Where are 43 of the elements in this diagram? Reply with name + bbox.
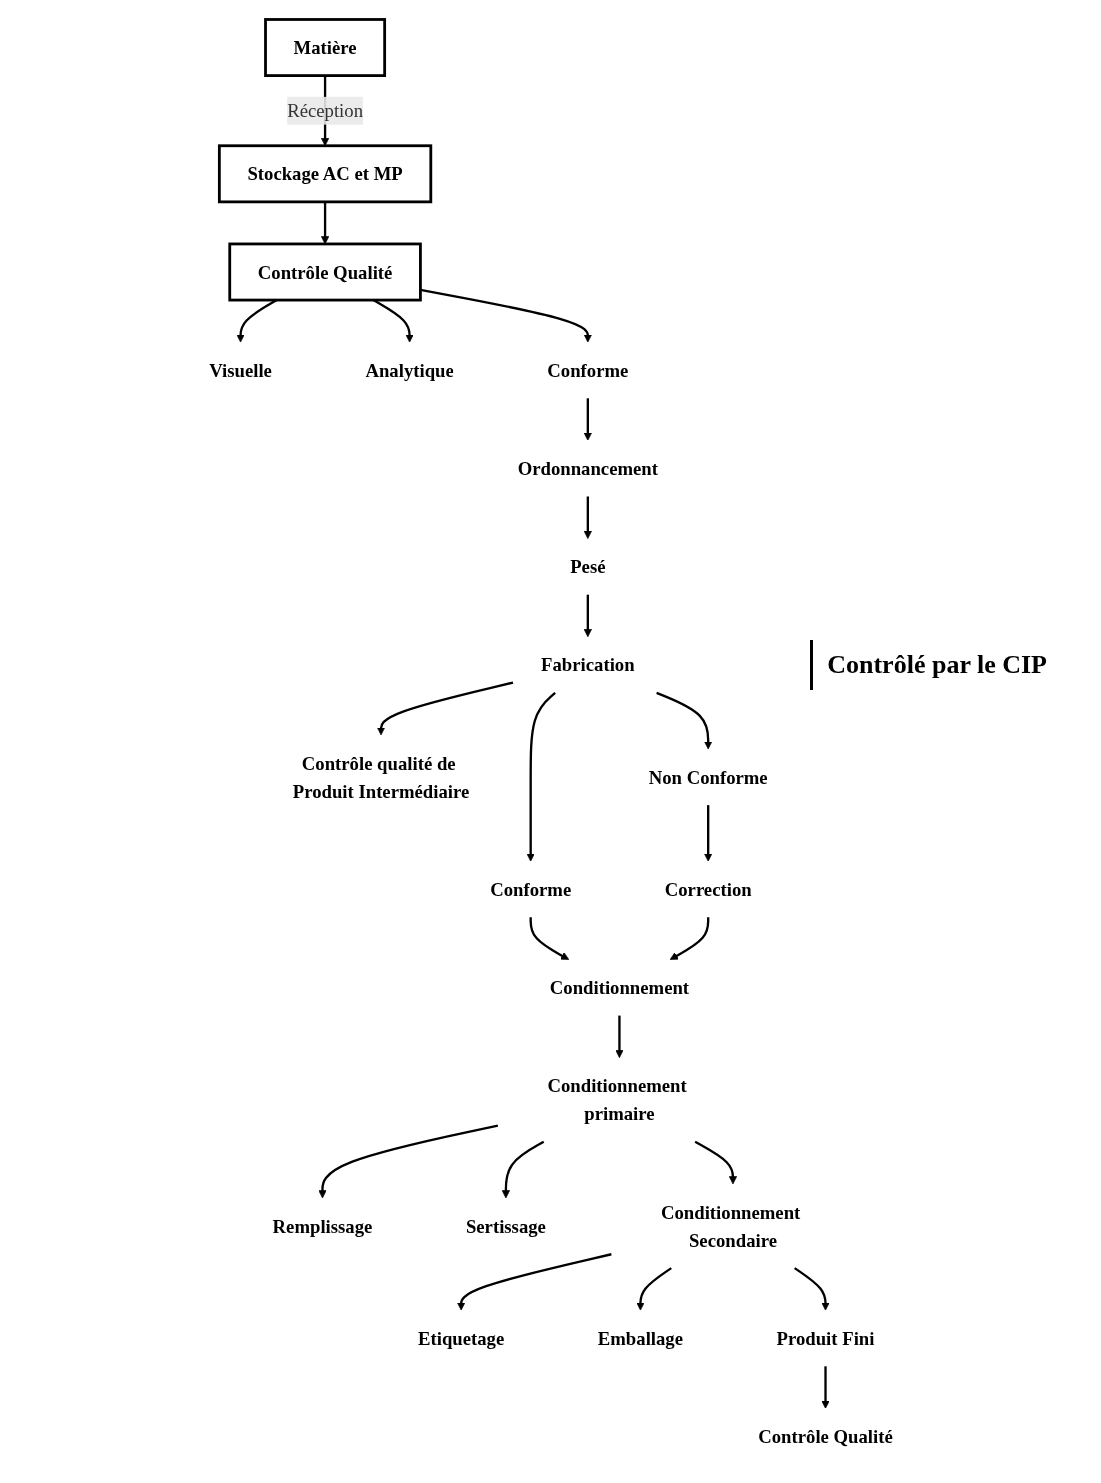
node-text: Remplissage	[272, 1215, 372, 1236]
arrow	[703, 804, 712, 862]
node-text: Conforme	[489, 878, 571, 900]
node-text: Fabrication	[540, 654, 635, 675]
node-text: Conforme	[546, 359, 628, 381]
node-text: Contrôle qualité de Produit Intermédiaire	[292, 752, 469, 801]
node-text: Conditionnement primaire	[546, 1074, 687, 1124]
node-text: Correction	[664, 878, 752, 900]
arrow	[635, 1266, 672, 1311]
node-text: Visuelle	[208, 359, 272, 381]
node-box: Stockage AC et MP	[217, 143, 432, 203]
arrow	[694, 1140, 737, 1184]
arrow	[529, 916, 569, 960]
arrow	[501, 1140, 544, 1198]
arrow	[419, 288, 592, 343]
node-text: Conditionnement	[549, 976, 689, 998]
arrow	[583, 496, 592, 539]
node-text: Conditionnement Secondaire	[660, 1201, 800, 1250]
node-text: Pesé	[569, 555, 605, 577]
node-box: Matière	[263, 17, 386, 77]
arrow	[793, 1266, 830, 1311]
arrow	[456, 1252, 612, 1311]
arrow	[820, 1365, 830, 1409]
node-text: Analytique	[364, 359, 454, 381]
arrow	[320, 201, 329, 244]
arrow	[655, 691, 712, 749]
node-text: Sertissage	[465, 1215, 546, 1236]
arrow	[583, 397, 592, 441]
edge-label: Réception	[286, 99, 363, 121]
node-text: Contrôle Qualité	[757, 1425, 893, 1447]
arrow	[614, 1015, 624, 1058]
bracket-note: Contrôlé par le CIP	[810, 640, 1061, 690]
arrow	[669, 916, 709, 960]
node-text: Emballage	[597, 1327, 683, 1349]
node-text: Ordonnancement	[517, 457, 658, 479]
node-text: Etiquetage	[417, 1327, 504, 1349]
node-box: Contrôle Qualité	[227, 242, 422, 301]
arrow	[376, 680, 513, 735]
arrow	[526, 691, 556, 862]
node-text: Produit Fini	[776, 1327, 874, 1349]
arrow	[317, 1123, 498, 1198]
node-text: Non Conforme	[648, 766, 768, 787]
arrow	[583, 594, 592, 637]
